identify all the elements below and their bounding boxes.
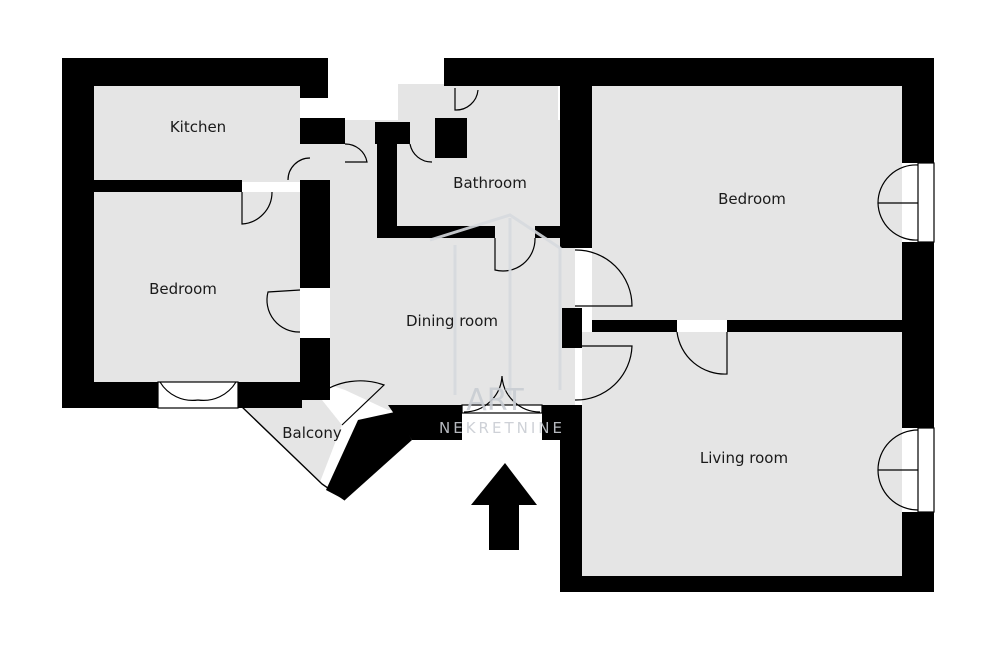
entrance-arrow-up-icon	[471, 463, 537, 550]
watermark: ART NEKRETNINE	[429, 213, 565, 437]
label-bathroom: Bathroom	[453, 174, 527, 192]
label-kitchen: Kitchen	[170, 118, 226, 136]
walls	[62, 58, 934, 592]
label-dining-room: Dining room	[406, 312, 498, 330]
doors	[159, 88, 919, 511]
watermark-logo-icon	[429, 213, 562, 395]
floors	[94, 84, 902, 576]
watermark-subtitle: NEKRETNINE	[439, 419, 565, 437]
balcony-outline	[239, 404, 346, 501]
watermark-brand: ART	[466, 383, 524, 418]
label-bedroom-left: Bedroom	[149, 280, 217, 298]
label-bedroom-right: Bedroom	[718, 190, 786, 208]
windows	[157, 162, 935, 513]
room-labels: Kitchen Bathroom Bedroom Bedroom Dining …	[149, 118, 788, 467]
label-balcony: Balcony	[282, 424, 342, 442]
label-living-room: Living room	[700, 449, 788, 467]
